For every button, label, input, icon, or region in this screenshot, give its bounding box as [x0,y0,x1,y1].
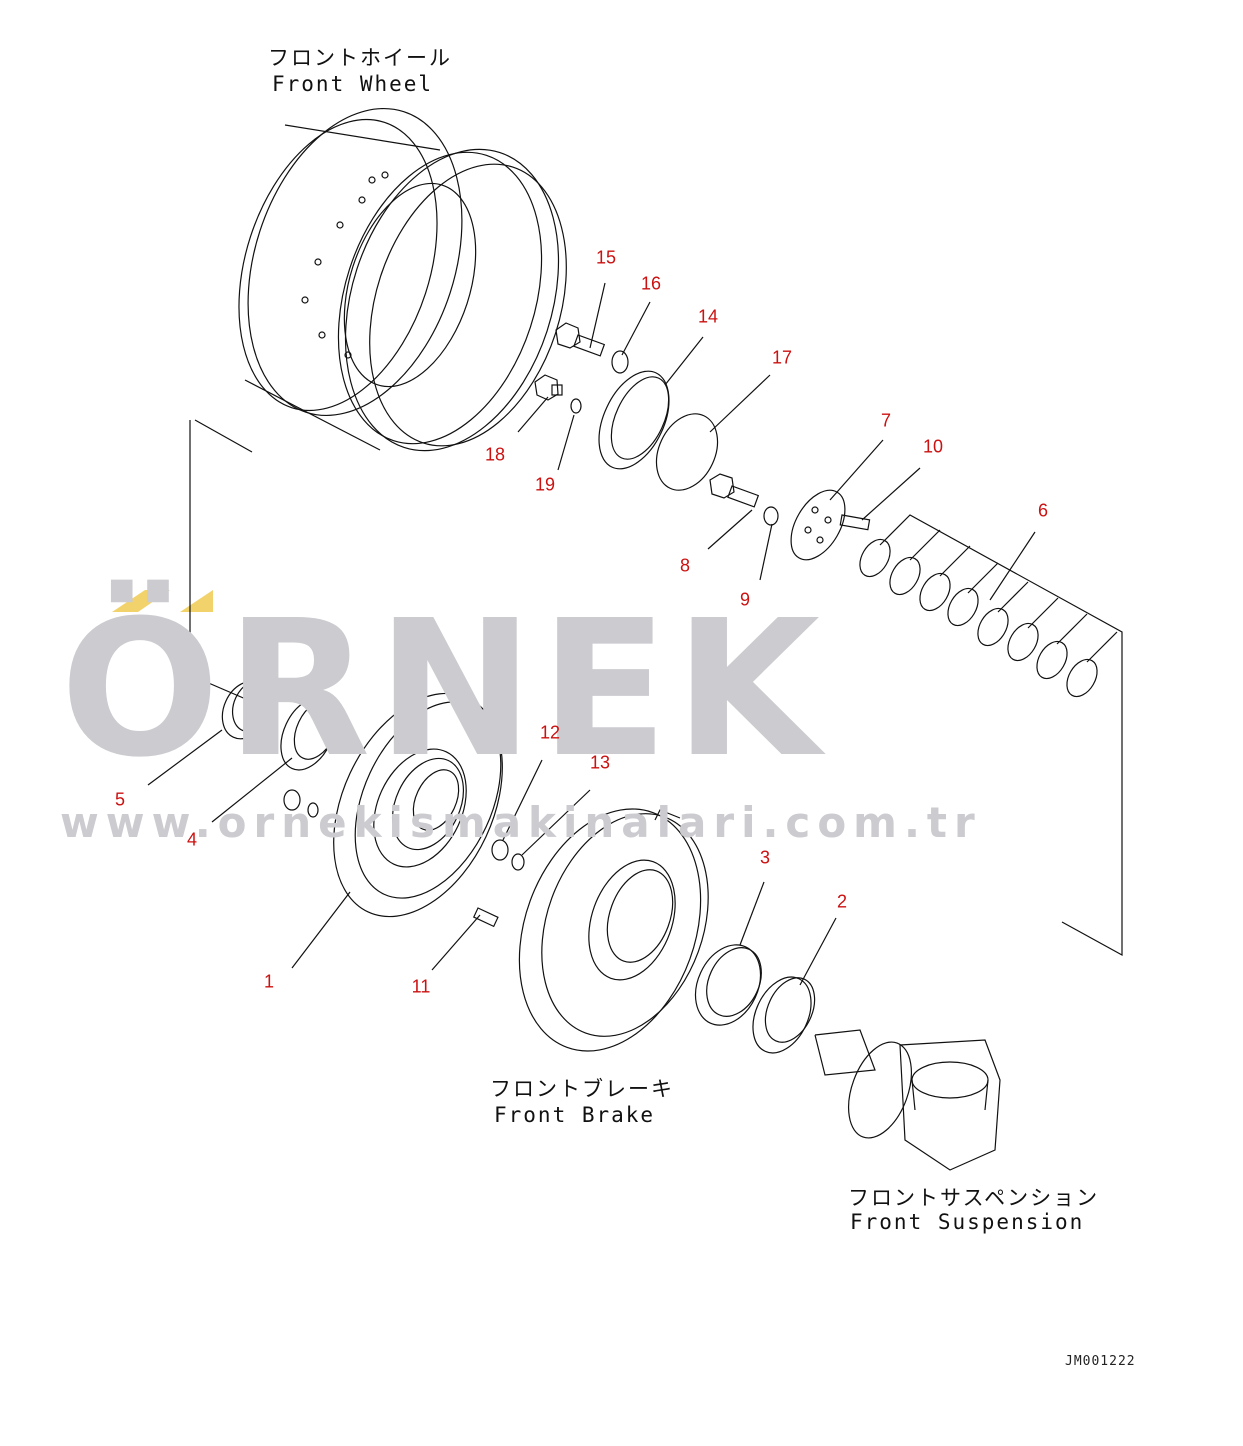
front-suspension-label-jp: フロントサスペンション [848,1186,1100,1210]
callout-17: 17 [771,347,793,368]
callout-14: 14 [697,306,719,327]
front-suspension-spindle [814,1029,1001,1171]
cover-14 [598,370,670,470]
callout-18: 18 [484,444,506,465]
watermark-brand: ÖRNEK [60,580,827,799]
callout-9: 9 [739,589,751,610]
front-brake-label-jp: フロントブレーキ [490,1077,674,1101]
bolt-15 [555,322,606,357]
front-wheel-label-jp: フロントホイール [268,46,452,70]
callout-4: 4 [186,829,198,850]
callout-12: 12 [539,722,561,743]
front-wheel-label-en: Front Wheel [272,72,434,96]
race-5 [221,679,277,740]
o-ring-13 [511,853,525,871]
pin-10 [839,514,871,531]
plate-7 [790,489,846,561]
callout-3: 3 [759,847,771,868]
o-ring-19 [570,398,582,414]
callout-10: 10 [922,436,944,457]
bolt-11 [472,907,499,928]
leader-frame-left [189,420,249,701]
plug-18 [534,374,563,401]
shims-6 [859,514,1123,957]
front-brake-label-en: Front Brake [494,1103,656,1127]
callout-6: 6 [1037,500,1049,521]
callout-19: 19 [534,474,556,495]
bolt-8 [709,473,760,508]
callout-leaders [147,282,1036,986]
callout-7: 7 [880,410,892,431]
front-suspension-label-en: Front Suspension [850,1210,1085,1234]
callout-15: 15 [595,247,617,268]
callout-5: 5 [114,789,126,810]
watermark [112,590,213,612]
nut-and-washer [283,789,319,818]
hub-1 [333,692,503,918]
bearing-4 [280,697,339,771]
race-2 [752,976,816,1054]
washer-9 [763,506,779,526]
front-brake-assembly [518,808,709,1052]
front-wheel-rim [238,107,567,452]
callout-16: 16 [640,273,662,294]
callout-8: 8 [679,555,691,576]
callout-11: 11 [411,976,431,997]
callout-13: 13 [589,752,611,773]
seal-12 [491,839,509,861]
callout-1: 1 [263,971,275,992]
seal-3 [694,944,762,1026]
o-ring-17 [655,413,719,491]
watermark-url: www.ornekismakinalari.com.tr [60,798,982,847]
washer-16 [611,350,629,374]
drawing-code: JM001222 [1065,1354,1136,1369]
callout-2: 2 [836,891,848,912]
